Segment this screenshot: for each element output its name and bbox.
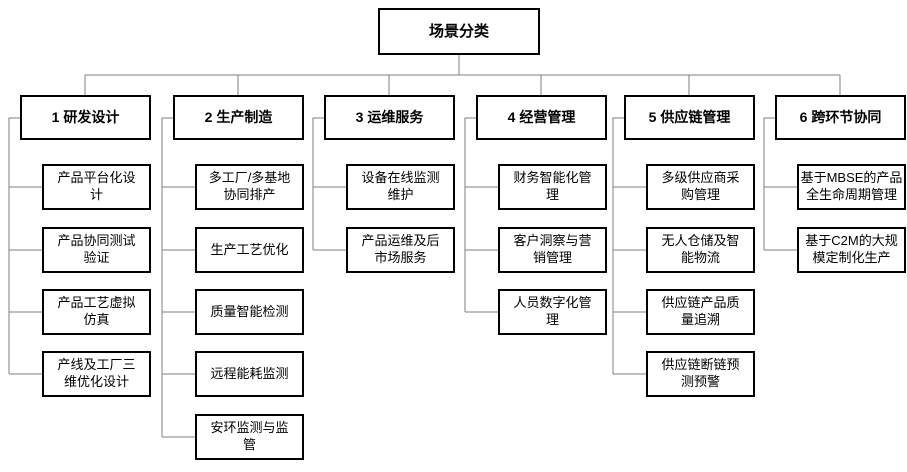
child-label: 供应链产品质 量追溯 [661, 295, 740, 327]
child-label: 产品平台化设 计 [57, 170, 136, 202]
branch-header-label: 4 经营管理 [507, 109, 576, 126]
branch-header-label: 5 供应链管理 [648, 109, 731, 126]
branch-6-child-2: 基于C2M的大规 模定制化生产 [797, 227, 906, 273]
branch-header-label: 3 运维服务 [355, 109, 424, 126]
child-label: 人员数字化管 理 [513, 295, 592, 327]
branch-4-child-1: 财务智能化管 理 [498, 164, 607, 210]
branch-6-child-1: 基于MBSE的产品 全生命周期管理 [797, 164, 906, 210]
child-label: 基于C2M的大规 模定制化生产 [805, 233, 898, 265]
child-label: 产线及工厂三 维优化设计 [57, 357, 136, 389]
child-label: 产品运维及后 市场服务 [361, 233, 440, 265]
branch-1-child-1: 产品平台化设 计 [42, 164, 151, 210]
child-label: 生产工艺优化 [210, 241, 289, 257]
child-label: 财务智能化管 理 [513, 170, 592, 202]
child-label: 基于MBSE的产品 全生命周期管理 [800, 170, 903, 202]
child-label: 设备在线监测 维护 [361, 170, 440, 202]
branch-header-2-manufacturing: 2 生产制造 [173, 95, 304, 140]
branch-header-1-rnd-design: 1 研发设计 [20, 95, 151, 140]
branch-1-child-4: 产线及工厂三 维优化设计 [42, 351, 151, 397]
child-label: 客户洞察与营 销管理 [513, 233, 592, 265]
root-node: 场景分类 [378, 8, 540, 55]
child-label: 无人仓储及智 能物流 [661, 233, 740, 265]
branch-4-child-2: 客户洞察与营 销管理 [498, 227, 607, 273]
child-label: 产品工艺虚拟 仿真 [57, 295, 136, 327]
branch-header-5-supply-chain: 5 供应链管理 [624, 95, 755, 140]
branch-2-child-3: 质量智能检测 [195, 289, 304, 335]
branch-1-child-2: 产品协同测试 验证 [42, 227, 151, 273]
branch-5-child-2: 无人仓储及智 能物流 [646, 227, 755, 273]
branch-header-3-operation-service: 3 运维服务 [324, 95, 455, 140]
branch-3-child-1: 设备在线监测 维护 [346, 164, 455, 210]
branch-5-child-3: 供应链产品质 量追溯 [646, 289, 755, 335]
branch-4-child-3: 人员数字化管 理 [498, 289, 607, 335]
root-label: 场景分类 [428, 22, 489, 40]
child-label: 供应链断链预 测预警 [661, 357, 740, 389]
child-label: 质量智能检测 [210, 303, 289, 319]
branch-header-label: 1 研发设计 [51, 109, 120, 126]
branch-5-child-1: 多级供应商采 购管理 [646, 164, 755, 210]
child-label: 多级供应商采 购管理 [661, 170, 740, 202]
branch-header-label: 6 跨环节协同 [799, 109, 882, 126]
child-label: 产品协同测试 验证 [57, 233, 136, 265]
child-label: 远程能耗监测 [210, 365, 289, 381]
child-label: 多工厂/多基地 协同排产 [208, 170, 291, 202]
branch-header-6-cross-link-collaboration: 6 跨环节协同 [775, 95, 906, 140]
branch-2-child-4: 远程能耗监测 [195, 351, 304, 397]
branch-2-child-5: 安环监测与监 管 [195, 414, 304, 460]
branch-header-4-business-management: 4 经营管理 [476, 95, 607, 140]
branch-2-child-1: 多工厂/多基地 协同排产 [195, 164, 304, 210]
branch-5-child-4: 供应链断链预 测预警 [646, 351, 755, 397]
branch-header-label: 2 生产制造 [204, 109, 273, 126]
child-label: 安环监测与监 管 [210, 420, 289, 452]
branch-2-child-2: 生产工艺优化 [195, 227, 304, 273]
branch-3-child-2: 产品运维及后 市场服务 [346, 227, 455, 273]
branch-1-child-3: 产品工艺虚拟 仿真 [42, 289, 151, 335]
